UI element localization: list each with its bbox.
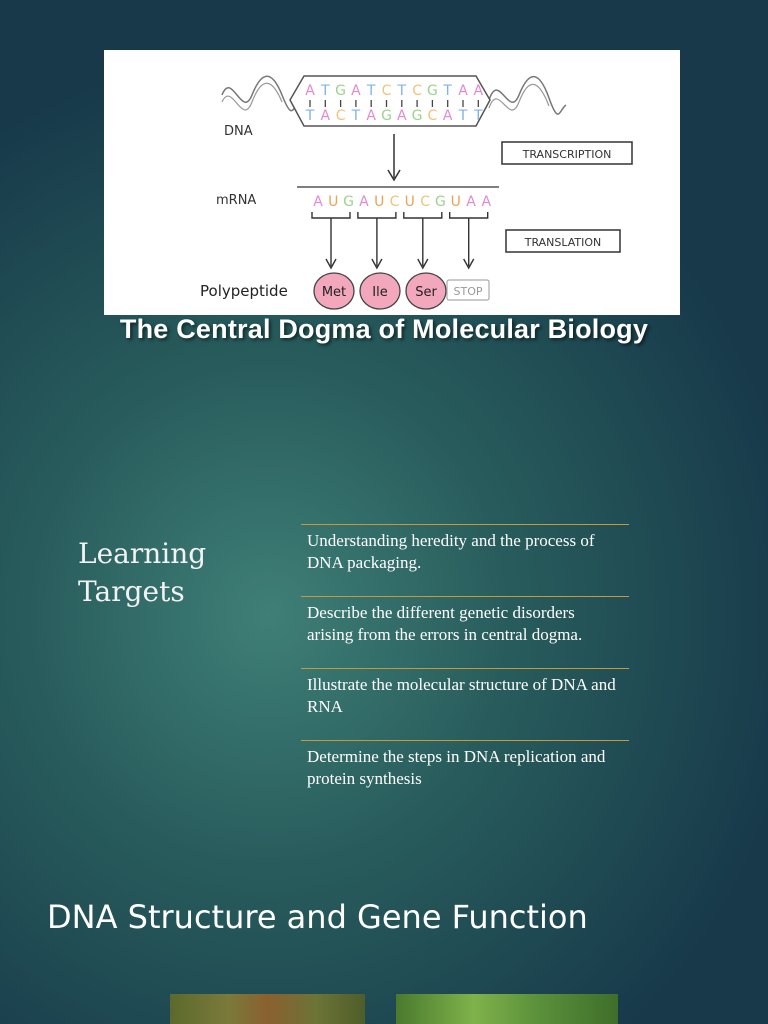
- arrow-head: [463, 258, 475, 270]
- dna-base: G: [412, 108, 423, 124]
- learning-targets-heading: Learning Targets: [78, 537, 207, 608]
- dna-base: A: [474, 83, 484, 99]
- amino-acid-bead: [405, 272, 447, 310]
- mrna-base: U: [405, 194, 415, 210]
- amino-acid-label: Met: [322, 285, 346, 300]
- dna-base: T: [320, 83, 330, 99]
- dna-base: A: [305, 83, 315, 99]
- transcription-label: TRANSCRIPTION: [522, 148, 612, 161]
- dna-base: T: [305, 108, 315, 124]
- dna-base: C: [428, 108, 438, 124]
- dna-base: T: [442, 83, 452, 99]
- learning-target-item: Understanding heredity and the process o…: [301, 524, 629, 596]
- slide-learning-targets: Learning Targets Understanding heredity …: [0, 380, 768, 860]
- chromatin-photo: [170, 994, 365, 1024]
- mrna-base: A: [482, 194, 492, 210]
- dna-helix-left: [221, 75, 301, 112]
- dna-structure-heading: DNA Structure and Gene Function: [47, 898, 588, 936]
- dna-base: A: [443, 108, 453, 124]
- codon-bracket: [403, 212, 443, 219]
- translation-label: TRANSLATION: [524, 236, 602, 249]
- stop-label: STOP: [454, 285, 483, 298]
- slide-dna-structure: DNA Structure and Gene Function: [0, 860, 768, 1024]
- arrow-head: [371, 258, 383, 270]
- dna-base: T: [351, 108, 361, 124]
- dna-label: DNA: [224, 124, 253, 139]
- amino-acid-label: Ile: [372, 285, 387, 300]
- dna-base: C: [336, 108, 346, 124]
- dna-base: T: [473, 108, 483, 124]
- mrna-base: G: [435, 194, 446, 210]
- mrna-base: A: [359, 194, 369, 210]
- codon-bracket: [449, 212, 489, 219]
- plant-photo: [396, 994, 618, 1024]
- arrow-head: [325, 258, 337, 270]
- dna-base: A: [366, 108, 376, 124]
- codon-bracket: [311, 212, 351, 219]
- learning-target-item: Describe the different genetic disorders…: [301, 596, 629, 668]
- codon-bracket: [357, 212, 397, 219]
- dna-base: G: [335, 83, 346, 99]
- dna-base: C: [412, 83, 422, 99]
- learning-target-item: Illustrate the molecular structure of DN…: [301, 668, 629, 740]
- learning-targets-list: Understanding heredity and the process o…: [301, 524, 629, 812]
- dna-base: A: [397, 108, 407, 124]
- stop-box: [446, 279, 490, 301]
- mrna-label: mRNA: [216, 193, 256, 208]
- mrna-base: A: [466, 194, 476, 210]
- dna-helix-right: [488, 75, 567, 115]
- mrna-base: A: [313, 194, 323, 210]
- learning-target-item: Determine the steps in DNA replication a…: [301, 740, 629, 812]
- arrow-head: [417, 258, 429, 270]
- amino-acid-bead: [313, 272, 355, 310]
- mrna-base: U: [328, 194, 338, 210]
- dna-base: G: [381, 108, 392, 124]
- translation-box: [505, 229, 621, 253]
- mrna-base: G: [343, 194, 354, 210]
- codon-brackets: [311, 212, 489, 270]
- amino-acid-chain: Met Ile Ser: [313, 272, 447, 310]
- dna-base: C: [382, 83, 392, 99]
- mrna-base: C: [390, 194, 400, 210]
- dna-base: T: [458, 108, 468, 124]
- dna-base: A: [321, 108, 331, 124]
- mrna-base: U: [451, 194, 461, 210]
- mrna-base: C: [420, 194, 430, 210]
- mrna-base: U: [374, 194, 384, 210]
- transcription-box: [501, 141, 633, 165]
- dna-base: T: [366, 83, 376, 99]
- amino-acid-label: Ser: [415, 285, 437, 300]
- dna-base: G: [427, 83, 438, 99]
- dna-base: A: [458, 83, 468, 99]
- polypeptide-label: Polypeptide: [200, 282, 288, 300]
- dna-base: A: [351, 83, 361, 99]
- dna-base: T: [397, 83, 407, 99]
- amino-acid-bead: [359, 272, 401, 310]
- dna-capsule: [289, 75, 491, 127]
- central-dogma-title: The Central Dogma of Molecular Biology: [119, 314, 649, 344]
